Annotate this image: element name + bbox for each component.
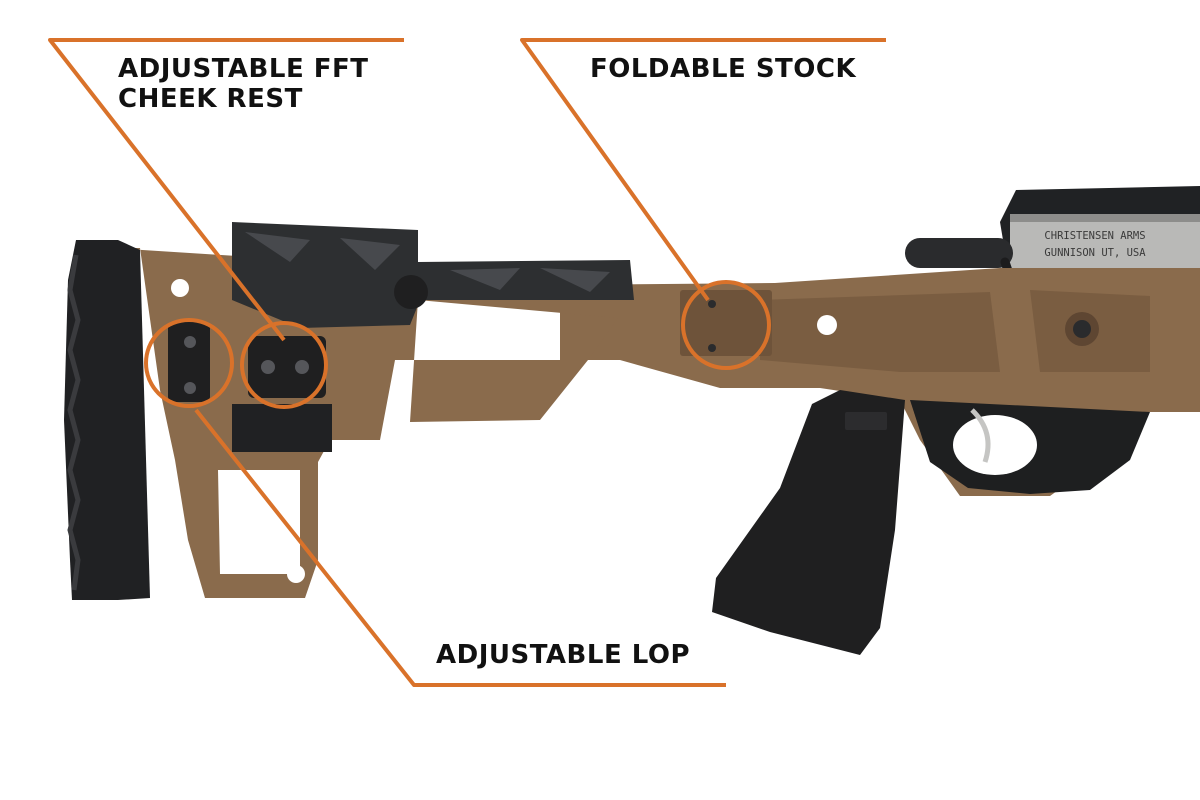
receiver-engraving-line-1: CHRISTENSEN ARMS <box>1044 230 1145 242</box>
chassis-hole <box>817 315 837 335</box>
leader-cheek-rest <box>48 38 404 342</box>
rifle: CHRISTENSEN ARMS GUNNISON UT, USA <box>64 186 1200 655</box>
folding-hinge <box>680 290 772 356</box>
chassis-panel <box>760 292 1000 372</box>
callout-label-cheek-rest-line-2: CHEEK REST <box>118 84 303 114</box>
stock-hole <box>171 279 189 297</box>
recoil-pad <box>64 240 150 600</box>
cheek-rest-adjuster <box>248 336 326 398</box>
highlight-folding-hinge <box>681 280 771 370</box>
callout-label-foldable-stock: FOLDABLE STOCK <box>590 54 856 84</box>
callout-label-foldable-stock-line-1: FOLDABLE STOCK <box>590 54 857 84</box>
carbon-cheek-rest <box>232 222 634 328</box>
leader-foldable-stock <box>520 38 886 302</box>
lower-mount <box>232 404 332 452</box>
highlight-cheek-rest <box>240 321 328 409</box>
pistol-grip <box>712 390 905 655</box>
receiver-body <box>1010 214 1200 272</box>
receiver-engraving-line-2: GUNNISON UT, USA <box>1044 247 1146 259</box>
lop-adjuster <box>168 322 210 402</box>
stock-frame <box>112 248 618 598</box>
callout-leaders <box>48 38 886 687</box>
cheek-rest-knob <box>394 275 428 309</box>
highlight-lop <box>144 318 234 408</box>
callout-label-cheek-rest: ADJUSTABLE FFT CHEEK REST <box>118 54 369 114</box>
callout-label-lop: ADJUSTABLE LOP <box>436 640 690 670</box>
trigger <box>970 408 991 463</box>
leader-lop <box>194 408 726 687</box>
callout-label-cheek-rest-line-1: ADJUSTABLE FFT <box>118 54 369 84</box>
bolt-body <box>905 238 1013 268</box>
callout-label-lop-line-1: ADJUSTABLE LOP <box>436 640 691 670</box>
